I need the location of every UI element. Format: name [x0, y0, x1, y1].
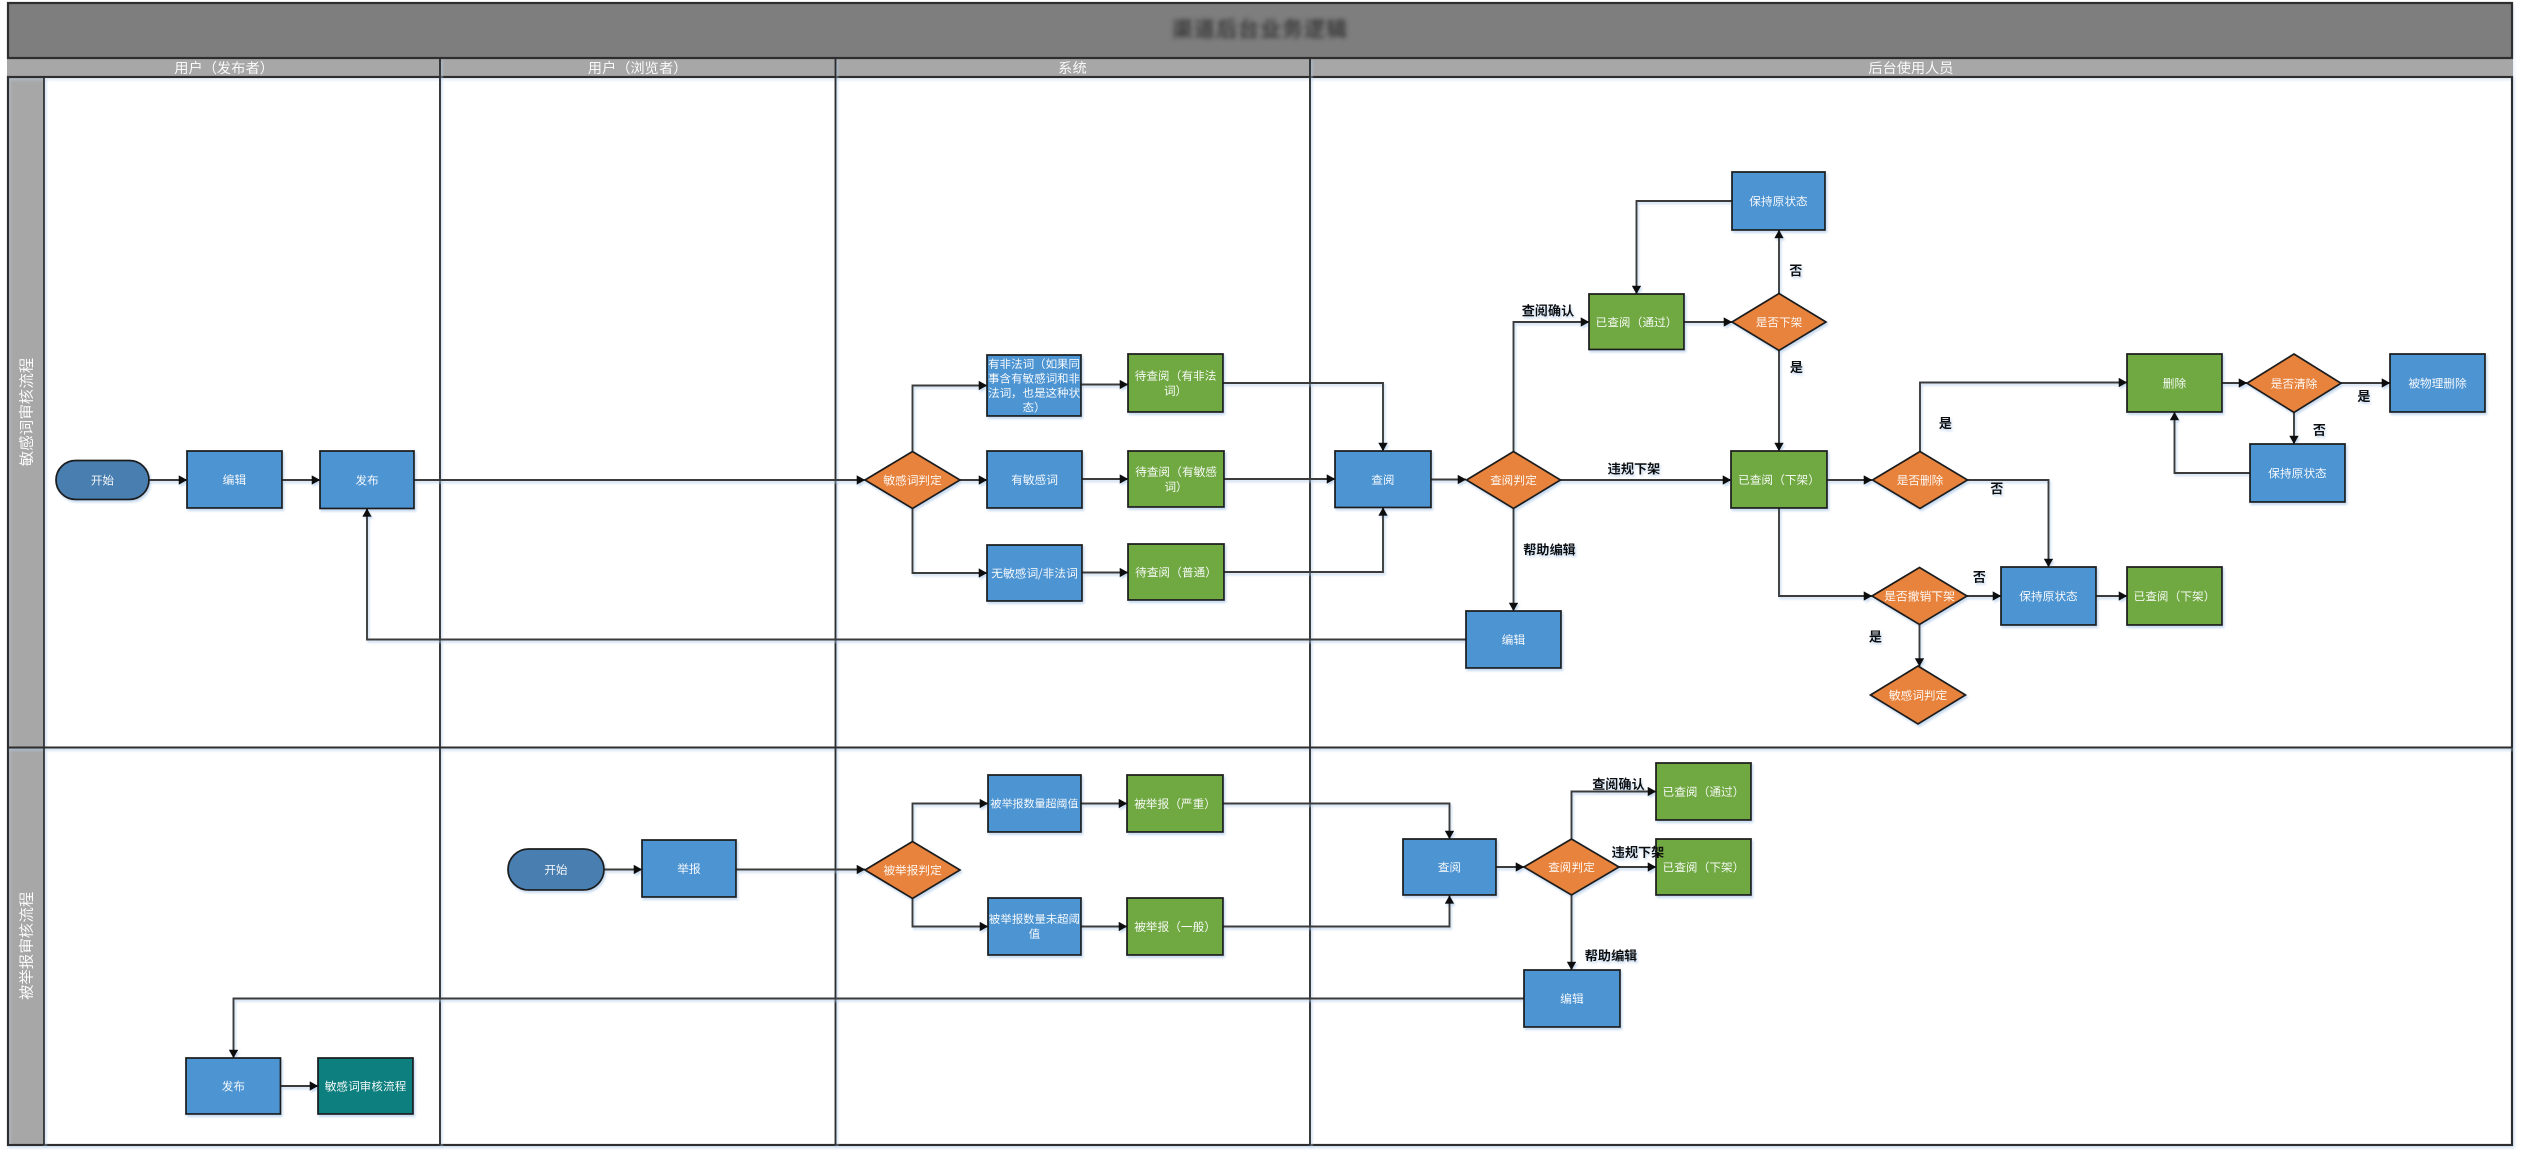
svg-text:查阅确认: 查阅确认 — [1592, 774, 1646, 793]
svg-text:事含有敏感词和非: 事含有敏感词和非 — [988, 370, 1080, 386]
svg-text:用户（发布者）: 用户（发布者） — [174, 58, 273, 78]
svg-text:被举报审核流程: 被举报审核流程 — [15, 892, 37, 1001]
svg-text:待查阅（普通）: 待查阅（普通） — [1135, 564, 1217, 581]
svg-text:有敏感词: 有敏感词 — [1011, 471, 1058, 488]
svg-text:敏感词判定: 敏感词判定 — [1889, 687, 1948, 704]
svg-text:查阅: 查阅 — [1438, 859, 1461, 876]
svg-text:后台使用人员: 后台使用人员 — [1868, 58, 1953, 78]
svg-text:有非法词（如果同: 有非法词（如果同 — [988, 356, 1080, 372]
svg-text:违规下架: 违规下架 — [1612, 842, 1665, 861]
svg-text:值: 值 — [1029, 926, 1041, 942]
svg-text:已查阅（下架）: 已查阅（下架） — [1663, 859, 1745, 876]
svg-text:已查阅（下架）: 已查阅（下架） — [2134, 588, 2216, 605]
svg-text:否: 否 — [1789, 261, 1803, 280]
svg-text:被举报（严重）: 被举报（严重） — [1134, 795, 1216, 812]
svg-text:是否删除: 是否删除 — [1897, 472, 1944, 489]
svg-text:待查阅（有非法: 待查阅（有非法 — [1135, 367, 1217, 384]
svg-text:编辑: 编辑 — [223, 471, 247, 488]
svg-text:是否下架: 是否下架 — [1756, 314, 1803, 331]
svg-text:保持原状态: 保持原状态 — [2019, 588, 2078, 605]
svg-text:敏感词判定: 敏感词判定 — [883, 472, 942, 489]
svg-text:是: 是 — [2357, 386, 2371, 405]
svg-text:保持原状态: 保持原状态 — [2268, 465, 2327, 482]
svg-text:是: 是 — [1790, 357, 1804, 376]
svg-text:被举报数量未超阈: 被举报数量未超阈 — [989, 911, 1080, 927]
svg-text:已查阅（通过）: 已查阅（通过） — [1663, 783, 1745, 800]
svg-text:是: 是 — [1939, 413, 1953, 432]
svg-text:举报: 举报 — [677, 860, 701, 877]
svg-text:编辑: 编辑 — [1560, 990, 1584, 1007]
svg-text:已查阅（下架）: 已查阅（下架） — [1738, 471, 1820, 488]
svg-text:违规下架: 违规下架 — [1608, 459, 1661, 478]
svg-text:词）: 词） — [1164, 382, 1187, 399]
svg-text:法词，也是这种状: 法词，也是这种状 — [988, 385, 1080, 401]
svg-text:保持原状态: 保持原状态 — [1749, 193, 1808, 210]
svg-text:被举报判定: 被举报判定 — [883, 862, 942, 879]
svg-text:态）: 态） — [1023, 399, 1046, 415]
svg-text:待查阅（有敏感: 待查阅（有敏感 — [1135, 463, 1217, 480]
svg-text:系统: 系统 — [1058, 58, 1086, 78]
svg-text:被举报数量超阈值: 被举报数量超阈值 — [991, 796, 1080, 812]
svg-text:否: 否 — [1990, 479, 2004, 498]
svg-text:帮助编辑: 帮助编辑 — [1585, 946, 1638, 965]
svg-text:发布: 发布 — [222, 1078, 245, 1095]
svg-text:帮助编辑: 帮助编辑 — [1523, 540, 1576, 559]
svg-text:词）: 词） — [1164, 478, 1187, 495]
svg-text:敏感词审核流程: 敏感词审核流程 — [15, 358, 37, 467]
svg-text:否: 否 — [2313, 420, 2327, 439]
svg-text:无敏感词/非法词: 无敏感词/非法词 — [991, 565, 1078, 582]
svg-text:发布: 发布 — [355, 471, 378, 488]
svg-text:用户（浏览者）: 用户（浏览者） — [588, 58, 687, 78]
svg-text:是: 是 — [1869, 627, 1883, 646]
svg-text:被举报（一般）: 被举报（一般） — [1134, 918, 1216, 935]
svg-text:查阅判定: 查阅判定 — [1490, 472, 1537, 489]
svg-text:查阅确认: 查阅确认 — [1522, 301, 1576, 320]
svg-text:已查阅（通过）: 已查阅（通过） — [1596, 313, 1678, 330]
svg-text:敏感词审核流程: 敏感词审核流程 — [325, 1078, 407, 1095]
svg-text:否: 否 — [1973, 567, 1987, 586]
svg-text:是否撤销下架: 是否撤销下架 — [1884, 588, 1955, 605]
svg-text:删除: 删除 — [2163, 375, 2187, 392]
svg-text:查阅判定: 查阅判定 — [1548, 859, 1595, 876]
svg-text:是否清除: 是否清除 — [2271, 375, 2318, 392]
svg-text:编辑: 编辑 — [1502, 631, 1526, 648]
svg-text:开始: 开始 — [544, 861, 568, 878]
svg-text:查阅: 查阅 — [1371, 471, 1394, 488]
svg-text:被物理删除: 被物理删除 — [2408, 375, 2467, 392]
svg-text:开始: 开始 — [91, 472, 115, 489]
svg-text:渠道后台业务逻辑: 渠道后台业务逻辑 — [1172, 14, 1348, 44]
